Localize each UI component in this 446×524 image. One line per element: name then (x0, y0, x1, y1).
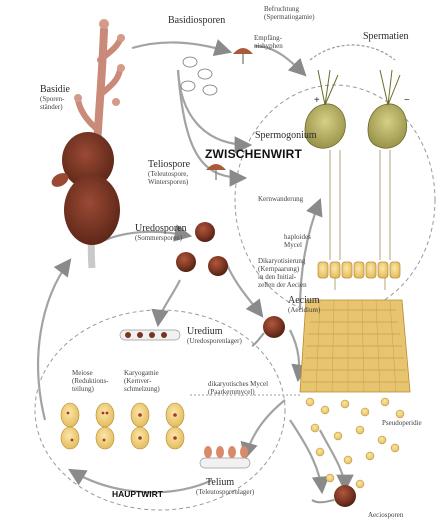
label-aeciosporen: Aeciosporen (368, 511, 404, 519)
aecium-cup (299, 299, 411, 393)
label-uredium: Uredium (187, 326, 223, 337)
hauptwirt-dashed-boundary (34, 309, 286, 511)
label-aecidium: (Aecidium) (288, 306, 321, 314)
aeciospore-germinating (311, 485, 356, 507)
label-meiose: Meiose (72, 369, 93, 377)
label-nishyphen: nishyphen (254, 42, 283, 50)
cycle-arrows (37, 39, 354, 495)
label-spermatien: Spermatien (363, 31, 409, 42)
label-spermogonium: Spermogonium (255, 130, 317, 141)
label-dikaryotisierung: Dikaryotisierung (258, 257, 306, 265)
label-hauptwirt: HAUPTWIRT (112, 489, 163, 499)
label-kernwanderung: Kernwanderung (258, 195, 304, 203)
teliospore-large (51, 132, 120, 245)
basidiospore-mushroom-tops (206, 48, 253, 180)
spermatien-connection (309, 44, 396, 61)
label-basidie-sub2: ständer) (40, 103, 63, 111)
label-teilung: teilung) (72, 385, 94, 393)
label-teliospore-sub2: Wintersporen) (148, 178, 189, 186)
label-uredosporen: Uredosporen (135, 223, 187, 234)
label-kernver: (Kernver- (124, 377, 152, 385)
telium-sorus (199, 446, 251, 469)
label-mycel: Mycel (284, 241, 302, 249)
teliospore-series (60, 402, 185, 450)
label-uredium-sub: (Uredosporenlager) (187, 337, 242, 345)
label-zwischenwirt: ZWISCHENWIRT (205, 147, 303, 161)
label-aecium: Aecium (288, 295, 320, 306)
uredium-sorus (119, 329, 181, 341)
label-uredosporen-sub: (Sommersporen) (135, 234, 183, 242)
label-basidie-sub1: (Sporen- (40, 95, 65, 103)
label-basidie: Basidie (40, 84, 70, 95)
spermogonium-right (367, 69, 408, 149)
label-kernpaarung: (Kernpaarung) (258, 265, 300, 273)
label-basidiosporen: Basidiosporen (168, 15, 226, 26)
minus-mating-type-marker: − (404, 95, 410, 106)
label-telium-sub: (Teleutosporenlager) (196, 488, 255, 496)
label-karyogamie: Karyogamie (124, 369, 159, 377)
label-telium: Telium (206, 477, 235, 488)
uredospores-group (176, 222, 228, 276)
label-teliospore-sub1: (Teleutospore, (148, 170, 189, 178)
label-befruchtung: Befruchtung (264, 5, 299, 13)
label-empfaengnis: Empfäng- (254, 34, 282, 42)
label-haploides: haploides (284, 233, 311, 241)
label-paarkernmycel: (Paarkernmycel) (208, 388, 255, 396)
plus-mating-type-marker: + (314, 95, 320, 106)
teliospore-nuclei (66, 411, 177, 442)
label-spermatiogamie: (Spermatiogamie) (264, 13, 315, 21)
label-teliospore: Teliospore (148, 159, 191, 170)
label-zellen-der-aecien: zellen der Aecien (258, 281, 307, 289)
hyphae-threads (329, 150, 391, 290)
label-in-den-initial: in den Initial- (258, 273, 297, 281)
aeciospores-scatter (305, 397, 405, 489)
label-dikaryotisches-mycel: dikaryotisches Mycel (208, 380, 269, 388)
uredospore-germinating (251, 316, 285, 347)
spermogonium-left (304, 69, 346, 149)
initial-cells-row (317, 261, 401, 279)
label-pseudoperidie: Pseudoperidie (382, 419, 422, 427)
label-schmelzung: schmelzung) (124, 385, 160, 393)
label-reduktions: (Reduktions- (72, 377, 109, 385)
basidiospores-group (180, 56, 218, 96)
